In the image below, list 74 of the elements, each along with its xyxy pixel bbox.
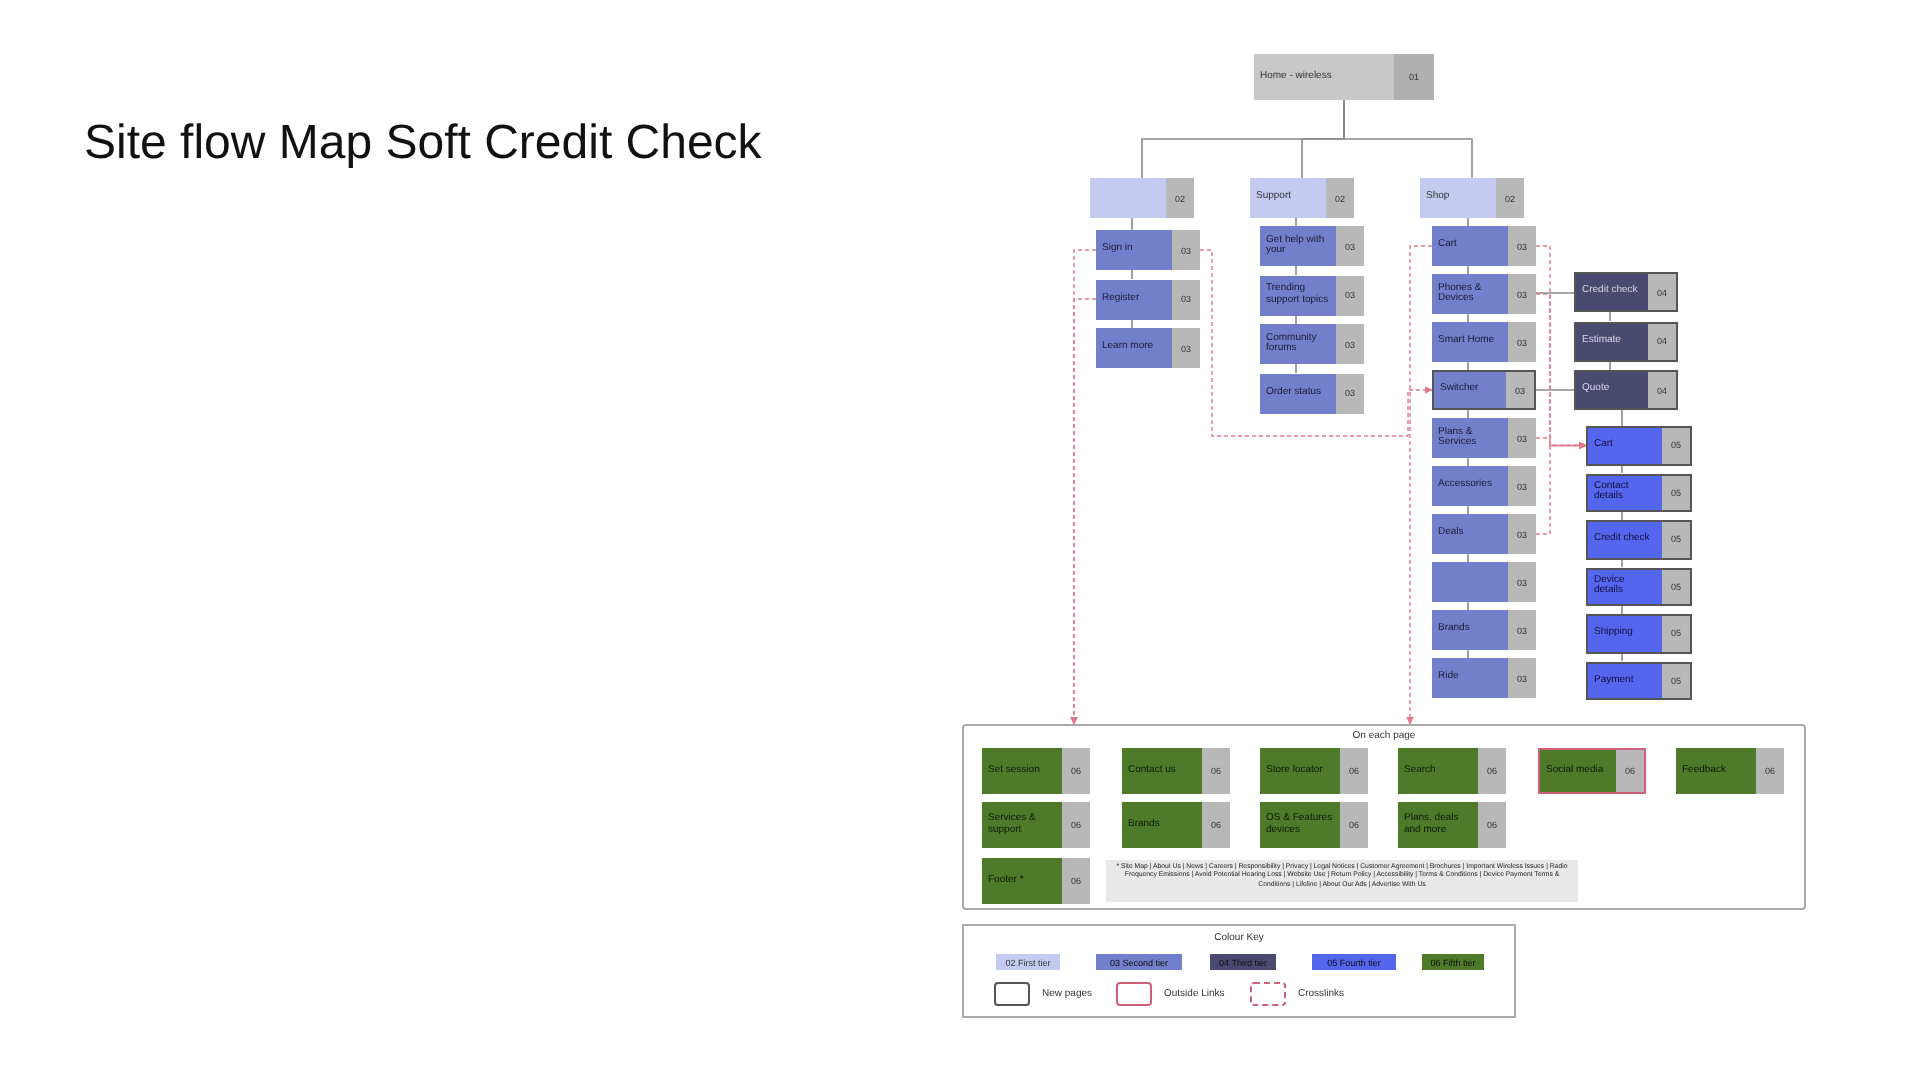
connector-line (1467, 601, 1469, 611)
connector-line (1467, 313, 1469, 323)
page-box (1260, 748, 1368, 794)
page-box (1432, 658, 1536, 698)
connector-line (1621, 409, 1623, 427)
section-panel (962, 724, 1806, 910)
connector-line (1621, 558, 1623, 568)
page-box (1096, 328, 1200, 368)
page-box (1586, 614, 1692, 653)
connector-line (1131, 269, 1133, 280)
page-box (1096, 279, 1200, 319)
page-box (982, 858, 1090, 904)
page-box (1398, 748, 1506, 794)
page-box (1122, 802, 1230, 848)
connector-line (1621, 511, 1623, 521)
connector-line (1535, 292, 1575, 294)
page-box (1574, 370, 1678, 410)
connector-line (1621, 605, 1623, 615)
page-box (1586, 473, 1692, 512)
page-box (1260, 802, 1368, 848)
page-box (1432, 610, 1536, 650)
connector-line (1131, 217, 1133, 231)
page-box (1432, 466, 1536, 506)
connector-line (1467, 361, 1469, 371)
connector-line (1295, 363, 1297, 374)
connector-line (1295, 314, 1297, 325)
page-box (1398, 802, 1506, 848)
page-box (1420, 178, 1524, 218)
crosslink-arrow (1199, 249, 1433, 437)
page-box (1676, 748, 1784, 794)
page-box (1432, 226, 1536, 266)
page-box (1260, 275, 1364, 315)
page-box (1432, 322, 1536, 362)
page-box (1574, 321, 1678, 361)
page-box (1096, 230, 1200, 270)
page-box (1122, 748, 1230, 794)
connector-line (1535, 389, 1575, 391)
connector-line (1467, 409, 1469, 419)
page-box (1260, 373, 1364, 413)
connector-line (1295, 217, 1297, 227)
connector-line (1343, 99, 1473, 179)
page-box (1586, 567, 1692, 606)
page-box (1586, 426, 1692, 465)
page-box (1090, 178, 1194, 218)
page-box (1586, 520, 1692, 559)
connector-line (1609, 311, 1611, 322)
page-box (1574, 272, 1678, 312)
page-box (1432, 562, 1536, 602)
connector-line (1467, 649, 1469, 659)
page-title: Site flow Map Soft Credit Check (84, 116, 762, 172)
page-box (982, 802, 1090, 848)
crosslink-arrow (1406, 245, 1433, 725)
crosslink-arrow (1535, 441, 1587, 535)
page-box (1260, 226, 1364, 266)
page-box (1538, 748, 1646, 794)
connector-line (1621, 464, 1623, 474)
connector-line (1467, 553, 1469, 563)
page-box (1260, 324, 1364, 364)
page-box (982, 748, 1090, 794)
connector-line (1467, 217, 1469, 227)
page-box (1432, 514, 1536, 554)
connector-line (1295, 265, 1297, 276)
page-box (1254, 54, 1434, 100)
page-box (1250, 178, 1354, 218)
connector-line (1467, 265, 1469, 275)
connector-line (1467, 505, 1469, 515)
page-box (1586, 661, 1692, 700)
connector-line (1621, 652, 1623, 662)
page-box (1432, 274, 1536, 314)
page-box (1432, 418, 1536, 458)
connector-line (1467, 457, 1469, 467)
page-box (1432, 370, 1536, 410)
connector-line (1609, 360, 1611, 371)
connector-line (1131, 318, 1133, 329)
